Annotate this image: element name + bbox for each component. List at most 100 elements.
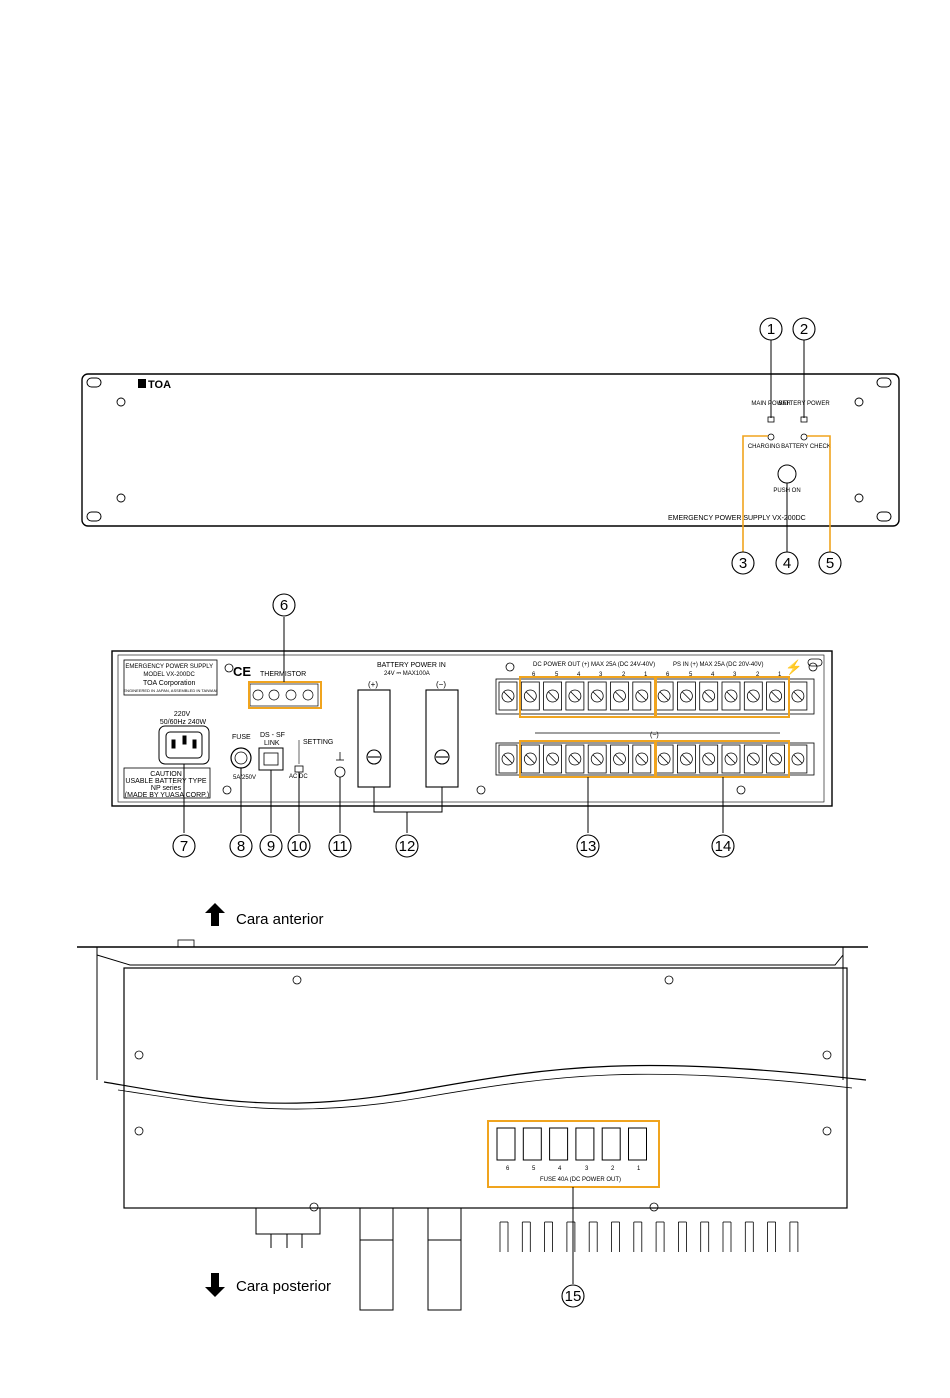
callout-6: 6	[272, 593, 296, 617]
label-line-3: TOA Corporation	[143, 680, 196, 687]
model-text: EMERGENCY POWER SUPPLY VX-200DC	[668, 515, 806, 522]
fuse-slot	[575, 1127, 595, 1161]
svg-text:2: 2	[611, 1166, 615, 1172]
svg-text:CAUTION USABLE BATTERY: CAUTION USABLE BATTERY TYPE NP series (M…	[125, 771, 209, 799]
svg-text:6: 6	[532, 672, 536, 678]
svg-text:6: 6	[506, 1166, 510, 1172]
callout-9: 9	[259, 834, 283, 858]
common-label: (−)	[650, 732, 659, 739]
callout-5: 5	[818, 551, 842, 575]
fuse-slot	[496, 1127, 516, 1161]
callout-number: 11	[332, 838, 348, 855]
callout-4: 4	[775, 551, 799, 575]
svg-text:3: 3	[585, 1166, 589, 1172]
fuse-label: FUSE	[232, 734, 251, 741]
callout-number: 4	[783, 555, 791, 572]
svg-text:6: 6	[666, 672, 670, 678]
callout-number: 6	[280, 597, 288, 614]
battery-spec: 24V ⎓ MAX100A	[384, 671, 430, 677]
rear-panel: EMERGENCY POWER SUPPLY MODEL VX-200DC TO…	[111, 650, 833, 807]
top-view: 6 5 4 3 2 1 FUSE 40A (DC POWER OUT)	[77, 939, 868, 1311]
fuse-row	[496, 1127, 647, 1161]
svg-text:2: 2	[756, 672, 760, 678]
svg-text:4: 4	[558, 1166, 562, 1172]
rear-callouts	[183, 617, 724, 833]
label-line-4: ENGINEERED IN JAPAN, ASSEMBLED IN TAIWAN	[124, 688, 217, 693]
svg-text:4: 4	[577, 672, 581, 678]
callout-2: 2	[792, 317, 816, 341]
svg-text:1: 1	[637, 1166, 641, 1172]
callout-8: 8	[229, 834, 253, 858]
rear-arrow: Cara posterior	[205, 1273, 331, 1297]
callout-12: 12	[395, 834, 419, 858]
ps-in-label: PS IN (+) MAX 25A (DC 20V-40V)	[673, 662, 764, 668]
dc-power-out-label: DC POWER OUT (+) MAX 25A (DC 24V-40V)	[533, 662, 655, 668]
callout-number: 3	[739, 555, 747, 572]
svg-text:1: 1	[778, 672, 782, 678]
front-callouts	[742, 340, 831, 553]
ps-in-highlight-top	[655, 676, 790, 718]
callout-10: 10	[287, 834, 311, 858]
front-arrow: Cara anterior	[205, 903, 324, 928]
callout-number: 7	[180, 838, 188, 855]
callout-11: 11	[328, 834, 352, 858]
terminal-number-row: 6 5 4 3 2 1 6 5 4 3 2 1	[532, 672, 782, 678]
ds-sf-label: DS - SF	[260, 732, 285, 739]
callout-number: 10	[291, 838, 308, 855]
callout-14: 14	[711, 834, 735, 858]
caution-line-1: CAUTION	[150, 771, 182, 778]
callout-number: 2	[800, 321, 808, 338]
callout-number: 12	[399, 838, 416, 855]
svg-text:3: 3	[599, 672, 603, 678]
svg-text:5: 5	[555, 672, 559, 678]
rating-line-1: 220V	[174, 711, 191, 718]
battery-check-led	[800, 433, 808, 441]
front-label: Cara anterior	[236, 911, 324, 928]
callout-number: 14	[715, 838, 732, 855]
callout-7: 7	[172, 834, 196, 858]
charging-label: CHARGING	[748, 444, 781, 450]
svg-text:1: 1	[644, 672, 648, 678]
front-panel: TOA MAIN POWER BATTERY POWER CHARGING BA…	[81, 373, 900, 527]
callout-15: 15	[561, 1284, 585, 1308]
label-line-1: EMERGENCY POWER SUPPLY	[125, 664, 213, 670]
callout-3: 3	[731, 551, 755, 575]
callout-number: 9	[267, 838, 275, 855]
callout-1: 1	[759, 317, 783, 341]
thermistor-label: THERMISTOR	[260, 671, 306, 678]
svg-text:5: 5	[689, 672, 693, 678]
setting-label: SETTING	[303, 739, 333, 746]
svg-text:5: 5	[532, 1166, 536, 1172]
rating-line-2: 50/60Hz 240W	[160, 719, 207, 726]
battery-minus: (−)	[436, 680, 446, 689]
brand-text: TOA	[148, 379, 171, 391]
battery-check-label: BATTERY CHECK	[781, 444, 831, 450]
ce-mark: CE	[233, 664, 251, 679]
fuse-slot	[549, 1127, 569, 1161]
callout-number: 5	[826, 555, 834, 572]
caution-box: CAUTION USABLE BATTERY TYPE NP series (M…	[123, 767, 211, 799]
callout-number: 13	[580, 838, 597, 855]
fuse-caption: FUSE 40A (DC POWER OUT)	[540, 1177, 621, 1183]
toa-logo: TOA	[138, 379, 171, 391]
thermistor-highlight	[248, 681, 322, 709]
svg-text:EMERGENCY POWER SUPPLY M: EMERGENCY POWER SUPPLY MODEL VX-200DC TO…	[124, 664, 217, 693]
rear-label: Cara posterior	[236, 1278, 331, 1295]
fuse-slot	[601, 1127, 621, 1161]
caution-line-4: (MADE BY YUASA CORP.)	[125, 792, 209, 799]
fuse-number-row: 6 5 4 3 2 1	[506, 1166, 641, 1172]
callout-number: 1	[767, 321, 775, 338]
fuse-slot	[522, 1127, 542, 1161]
fuse-slot	[628, 1127, 647, 1161]
svg-text:4: 4	[711, 672, 715, 678]
fuse-spec: 5A/250V	[233, 775, 256, 781]
label-line-2: MODEL VX-200DC	[143, 672, 195, 678]
link-label: LINK	[264, 740, 280, 747]
battery-plus: (+)	[368, 680, 378, 689]
rear-terminal-studs	[499, 1221, 799, 1252]
callout-13: 13	[576, 834, 600, 858]
callout-number: 15	[565, 1288, 582, 1305]
svg-text:220V 50/60Hz 240W: 220V 50/60Hz 240W	[160, 711, 207, 726]
